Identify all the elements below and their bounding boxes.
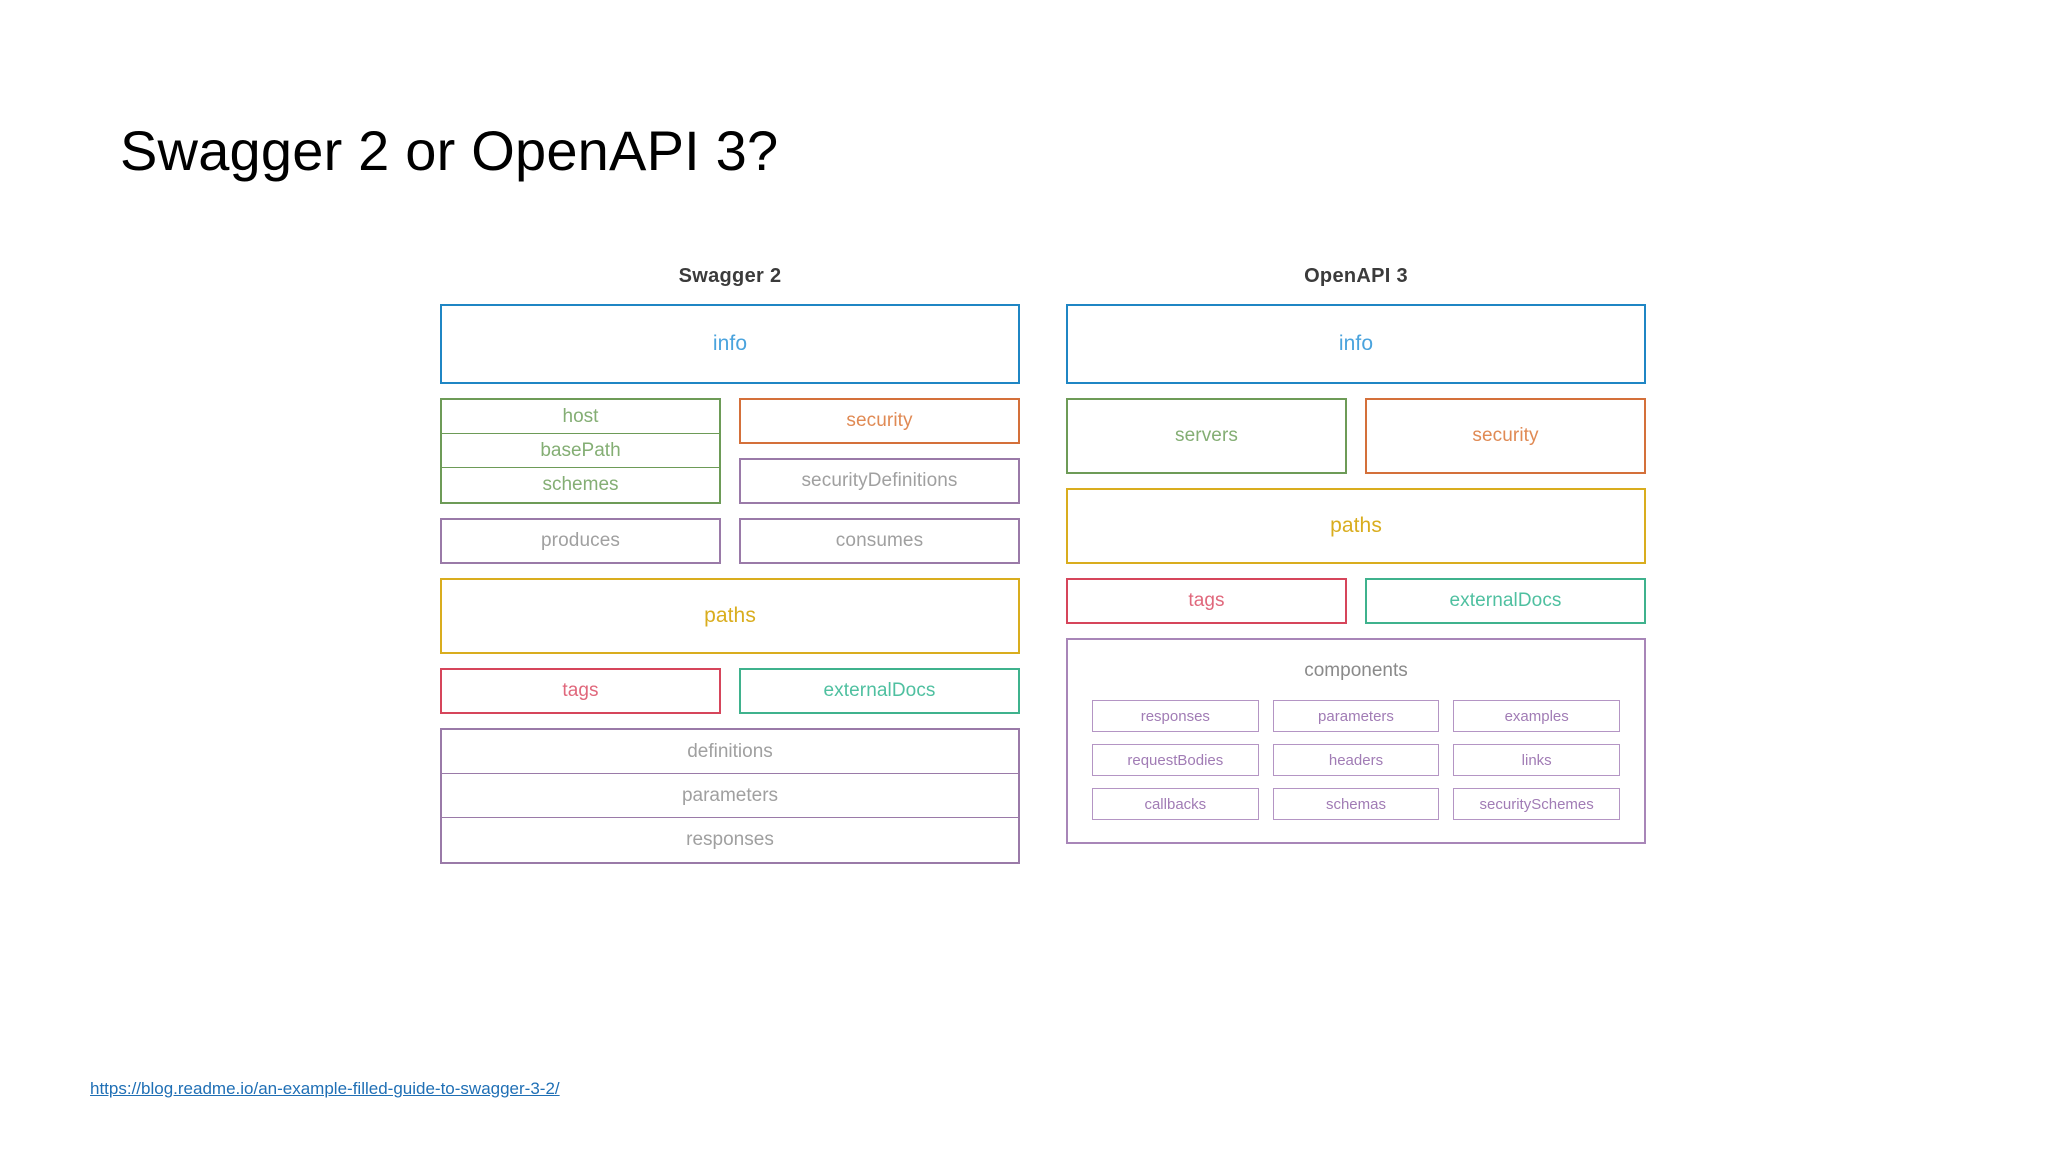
swagger2-tags-box: tags <box>440 668 721 714</box>
swagger2-host-box: host <box>442 400 719 434</box>
openapi3-header: OpenAPI 3 <box>1304 265 1408 287</box>
openapi3-security-box: security <box>1365 398 1646 474</box>
openapi3-external-docs-box: externalDocs <box>1365 578 1646 624</box>
swagger2-paths-box: paths <box>440 578 1020 654</box>
component-responses: responses <box>1092 700 1259 732</box>
component-examples: examples <box>1453 700 1620 732</box>
openapi3-tags-box: tags <box>1066 578 1347 624</box>
swagger2-responses-box: responses <box>686 829 774 850</box>
openapi3-paths-box: paths <box>1066 488 1646 564</box>
swagger2-definitions-group: definitions parameters responses <box>440 728 1020 864</box>
swagger2-server-group: host basePath schemes <box>440 398 721 504</box>
components-title: components <box>1304 660 1408 681</box>
swagger2-schemes-box: schemes <box>542 474 619 495</box>
component-links: links <box>1453 744 1620 776</box>
swagger2-column: Swagger 2 info host basePath schemes sec… <box>440 265 1020 878</box>
openapi3-servers-box: servers <box>1066 398 1347 474</box>
components-grid: responses parameters examples requestBod… <box>1092 700 1620 820</box>
openapi3-components-panel: components responses parameters examples… <box>1066 638 1646 844</box>
component-security-schemes: securitySchemes <box>1453 788 1620 820</box>
component-parameters: parameters <box>1272 700 1440 732</box>
swagger2-external-docs-box: externalDocs <box>739 668 1020 714</box>
source-link[interactable]: https://blog.readme.io/an-example-filled… <box>90 1079 560 1098</box>
swagger2-header: Swagger 2 <box>678 265 782 287</box>
swagger2-security-definitions-box: securityDefinitions <box>739 458 1020 504</box>
page-title: Swagger 2 or OpenAPI 3? <box>120 119 779 182</box>
swagger2-parameters-box: parameters <box>442 774 1018 818</box>
comparison-diagram: Swagger 2 info host basePath schemes sec… <box>440 265 1680 878</box>
component-callbacks: callbacks <box>1092 788 1259 820</box>
swagger2-info-box: info <box>440 304 1020 384</box>
openapi3-info-box: info <box>1066 304 1646 384</box>
swagger2-security-box: security <box>739 398 1020 444</box>
openapi3-column: OpenAPI 3 info servers security paths ta… <box>1066 265 1646 878</box>
swagger2-definitions-box: definitions <box>442 730 1018 774</box>
swagger2-basepath-box: basePath <box>442 434 719 468</box>
swagger2-produces-box: produces <box>440 518 721 564</box>
swagger2-consumes-box: consumes <box>739 518 1020 564</box>
component-headers: headers <box>1272 744 1440 776</box>
component-schemas: schemas <box>1272 788 1440 820</box>
component-request-bodies: requestBodies <box>1092 744 1259 776</box>
